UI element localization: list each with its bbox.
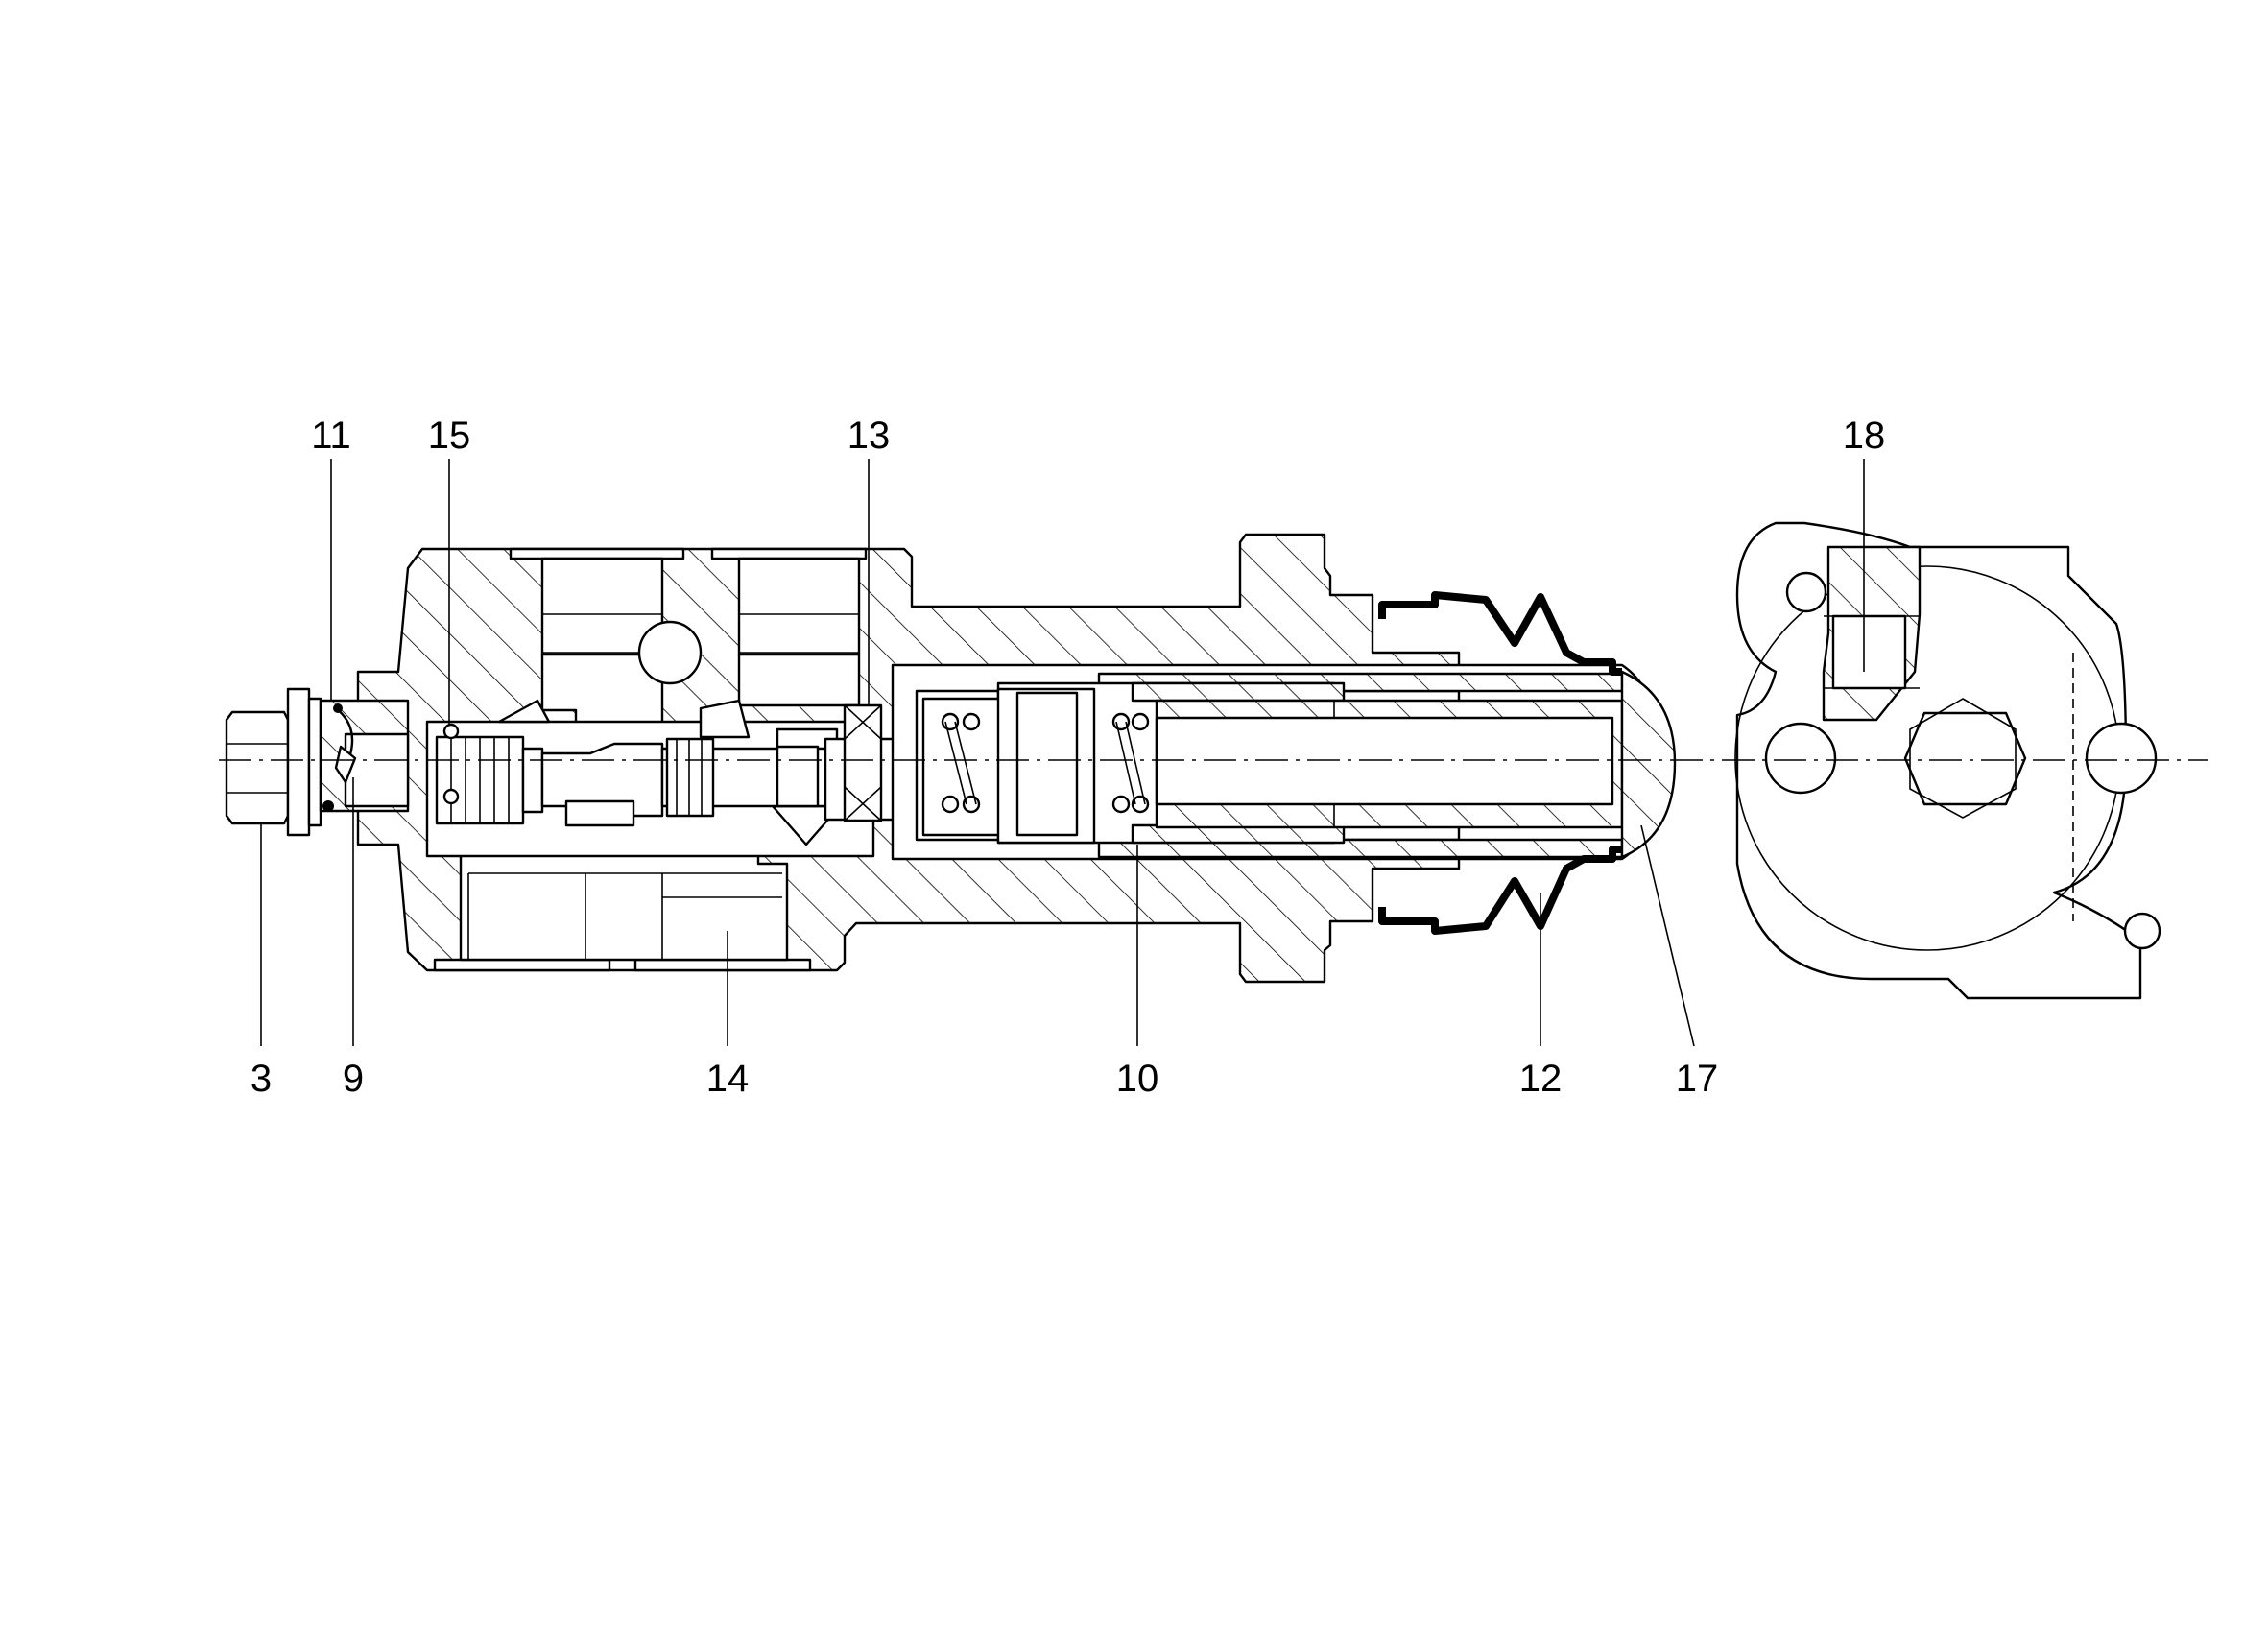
callout-3: 3 [251, 1058, 272, 1100]
callout-14: 14 [706, 1058, 750, 1100]
callout-10: 10 [1116, 1058, 1159, 1100]
callout-17: 17 [1676, 1058, 1719, 1100]
callout-12: 12 [1519, 1058, 1563, 1100]
callout-15: 15 [428, 415, 471, 457]
spring-right [1111, 712, 1150, 814]
callout-9: 9 [343, 1058, 364, 1100]
leader-lines [260, 459, 1865, 1047]
callout-18: 18 [1843, 415, 1886, 457]
cylinder-assembly [891, 663, 1677, 861]
callout-11: 11 [311, 415, 351, 457]
spring-left [941, 712, 981, 814]
rubber-boot [1378, 591, 1622, 935]
end-view [1734, 521, 2161, 1000]
valve-body [356, 533, 1461, 984]
callout-13: 13 [848, 415, 891, 457]
